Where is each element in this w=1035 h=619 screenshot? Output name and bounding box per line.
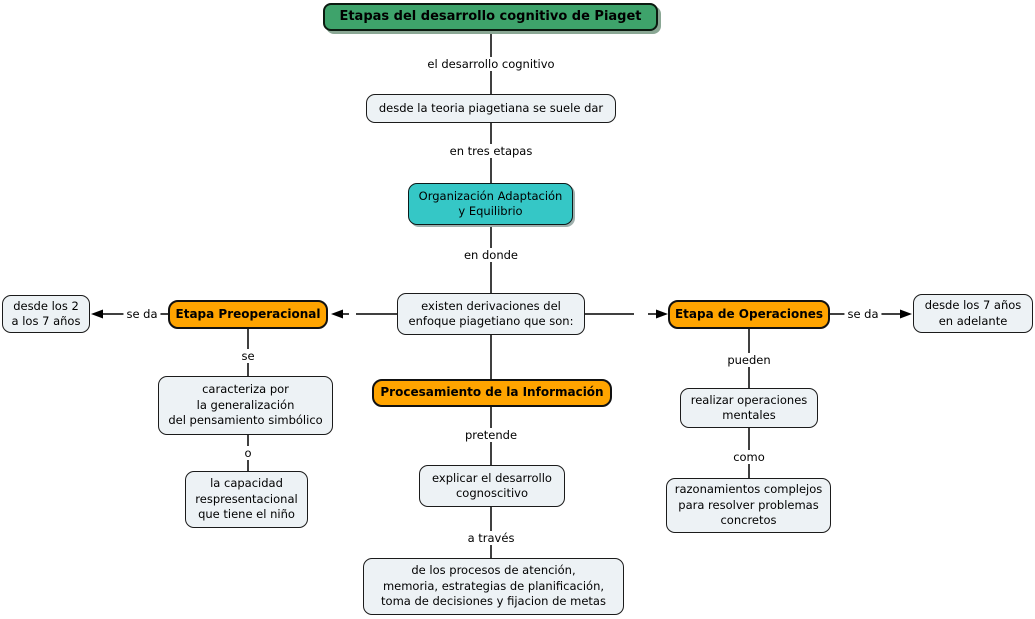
- node-explicar-desarrollo[interactable]: explicar el desarrollo cognoscitivo: [419, 465, 565, 507]
- node-procesamiento-informacion[interactable]: Procesamiento de la Información: [372, 379, 612, 407]
- link-a-traves[interactable]: a través: [464, 531, 518, 545]
- link-se-da-derecha[interactable]: se da: [844, 307, 882, 321]
- node-desde-7-adelante[interactable]: desde los 7 años en adelante: [913, 294, 1033, 333]
- node-etapa-de-operaciones[interactable]: Etapa de Operaciones: [668, 300, 830, 329]
- arrowhead-into-preoperacional: [331, 309, 343, 319]
- node-etapa-preoperacional[interactable]: Etapa Preoperacional: [168, 300, 328, 329]
- node-caracteriza-generalizacion[interactable]: caracteriza por la generalización del pe…: [158, 376, 333, 435]
- node-organizacion-adaptacion-equilibrio[interactable]: Organización Adaptación y Equilibrio: [408, 183, 573, 225]
- node-realizar-operaciones[interactable]: realizar operaciones mentales: [680, 388, 818, 428]
- node-teoria-piagetiana[interactable]: desde la teoria piagetiana se suele dar: [366, 94, 616, 123]
- arrowhead-into-operaciones: [656, 309, 668, 319]
- node-procesos-atencion[interactable]: de los procesos de atención, memoria, es…: [363, 558, 624, 615]
- link-se-da-izquierda[interactable]: se da: [123, 307, 161, 321]
- link-el-desarrollo-cognitivo[interactable]: el desarrollo cognitivo: [424, 57, 558, 71]
- link-pueden[interactable]: pueden: [724, 353, 774, 367]
- node-existen-derivaciones[interactable]: existen derivaciones del enfoque piageti…: [397, 293, 585, 335]
- node-razonamientos-complejos[interactable]: razonamientos complejos para resolver pr…: [666, 478, 831, 533]
- node-capacidad-representacional[interactable]: la capacidad respresentacional que tiene…: [185, 471, 308, 528]
- arrowhead-into-edad7: [900, 309, 912, 319]
- node-desde-2-a-7[interactable]: desde los 2 a los 7 años: [2, 295, 90, 333]
- link-se[interactable]: se: [238, 349, 258, 363]
- link-como[interactable]: como: [730, 450, 768, 464]
- link-o[interactable]: o: [241, 446, 255, 460]
- link-en-donde[interactable]: en donde: [460, 248, 522, 262]
- node-title[interactable]: Etapas del desarrollo cognitivo de Piage…: [323, 3, 658, 31]
- link-pretende[interactable]: pretende: [461, 428, 521, 442]
- arrowhead-into-edad27: [91, 309, 103, 319]
- link-en-tres-etapas[interactable]: en tres etapas: [446, 144, 536, 158]
